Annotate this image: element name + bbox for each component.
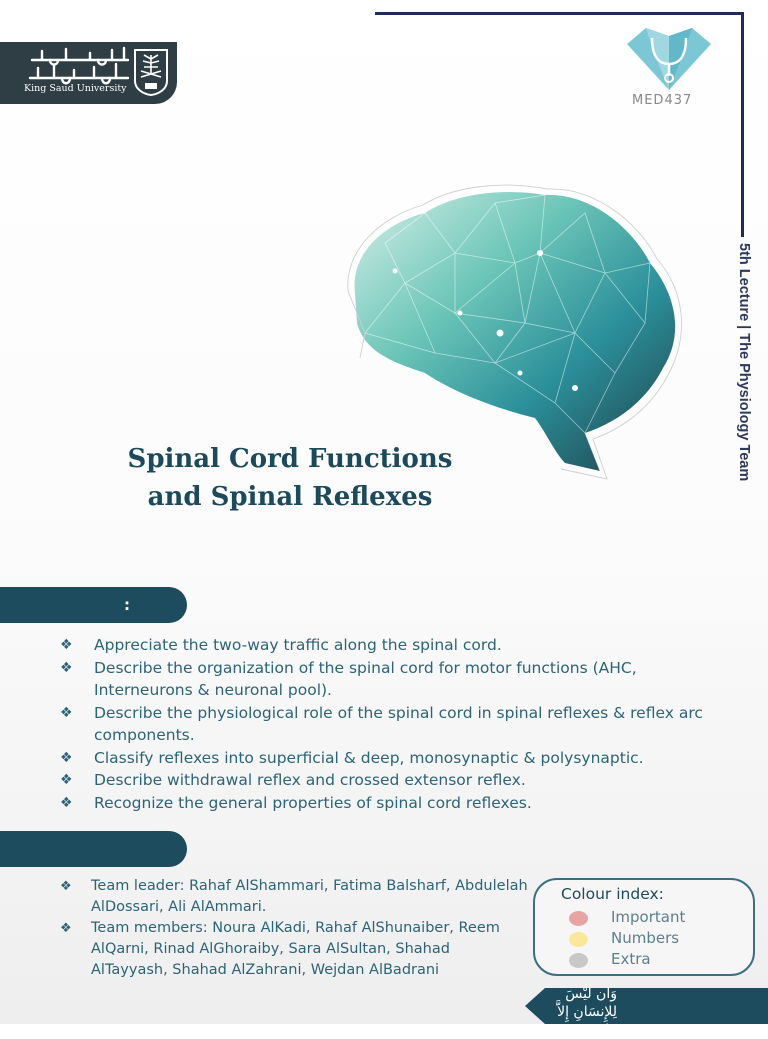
colour-index-label: Important — [611, 908, 686, 926]
team-members-text: Team members: Noura AlKadi, Rahaf AlShun… — [91, 920, 500, 978]
university-english-name: King Saud University — [24, 83, 127, 94]
side-accent-line — [741, 12, 744, 237]
quran-verse: وَأَن لَيْسَ لِلإِنسَانِ إِلاَّ مَا سَعَ… — [557, 986, 617, 1038]
header-accent-line — [375, 12, 744, 15]
diamond-bullet-icon: ❖ — [60, 637, 73, 653]
objective-text: Classify reflexes into superficial & dee… — [94, 748, 644, 767]
med437-label: MED437 — [632, 93, 693, 108]
colour-index-label: Numbers — [611, 929, 680, 947]
lecture-title-line-2: and Spinal Reflexes — [147, 482, 433, 512]
objective-text: Describe withdrawal reflex and crossed e… — [94, 771, 526, 789]
team-leader-text: Team leader: Rahaf AlShammari, Fatima Ba… — [91, 878, 528, 915]
objectives-heading: : — [124, 596, 130, 614]
team-list: ❖ Team leader: Rahaf AlShammari, Fatima B… — [60, 876, 530, 981]
objective-text: Describe the organization of the spinal … — [94, 658, 637, 700]
objective-item: ❖ Appreciate the two-way traffic along th… — [60, 634, 730, 657]
colour-index-title: Colour index: — [561, 885, 664, 903]
objective-text: Describe the physiological role of the s… — [94, 703, 703, 745]
quote-banner: وَأَن لَيْسَ لِلإِنسَانِ إِلاَّ مَا سَعَ… — [525, 988, 768, 1024]
diamond-bullet-icon: ❖ — [60, 659, 73, 676]
palm-swords-emblem-icon — [134, 49, 168, 97]
objective-item: ❖ Recognize the general properties of spi… — [60, 792, 730, 815]
objectives-list: ❖ Appreciate the two-way traffic along th… — [60, 634, 730, 814]
important-color-dot-icon — [569, 911, 588, 926]
diamond-bullet-icon: ❖ — [60, 772, 73, 788]
team-heading-bar — [0, 831, 187, 867]
objective-item: ❖ Describe the physiological role of the … — [60, 702, 730, 747]
diamond-bullet-icon: ❖ — [60, 879, 72, 894]
objective-item: ❖ Describe withdrawal reflex and crossed … — [60, 769, 730, 792]
extra-color-dot-icon — [569, 953, 588, 968]
objectives-heading-bar: : — [0, 587, 187, 623]
team-item: ❖ Team members: Noura AlKadi, Rahaf AlShu… — [60, 918, 530, 981]
lecture-side-label: 5th Lecture | The Physiology Team — [736, 243, 752, 482]
brain-illustration — [347, 184, 682, 480]
university-logo: King Saud University — [0, 42, 177, 104]
objective-item: ❖ Classify reflexes into superficial & de… — [60, 747, 730, 770]
lecture-title-line-1: Spinal Cord Functions — [127, 444, 453, 474]
university-arabic-wordmark — [28, 46, 130, 85]
colour-index-label: Extra — [611, 950, 651, 968]
lecture-title: Spinal Cord Functions and Spinal Reflexe… — [100, 440, 480, 516]
diamond-bullet-icon: ❖ — [60, 704, 73, 721]
objective-text: Recognize the general properties of spin… — [94, 793, 532, 812]
diamond-bullet-icon: ❖ — [60, 794, 73, 811]
colour-index-box: Colour index: Important Numbers Extra — [533, 878, 755, 976]
objective-item: ❖ Describe the organization of the spinal… — [60, 657, 730, 702]
numbers-color-dot-icon — [569, 932, 588, 947]
diamond-bullet-icon: ❖ — [60, 749, 73, 766]
objective-text: Appreciate the two-way traffic along the… — [94, 636, 502, 654]
diamond-bullet-icon: ❖ — [60, 921, 72, 936]
team-item: ❖ Team leader: Rahaf AlShammari, Fatima B… — [60, 876, 530, 918]
med437-team-logo — [627, 28, 711, 90]
